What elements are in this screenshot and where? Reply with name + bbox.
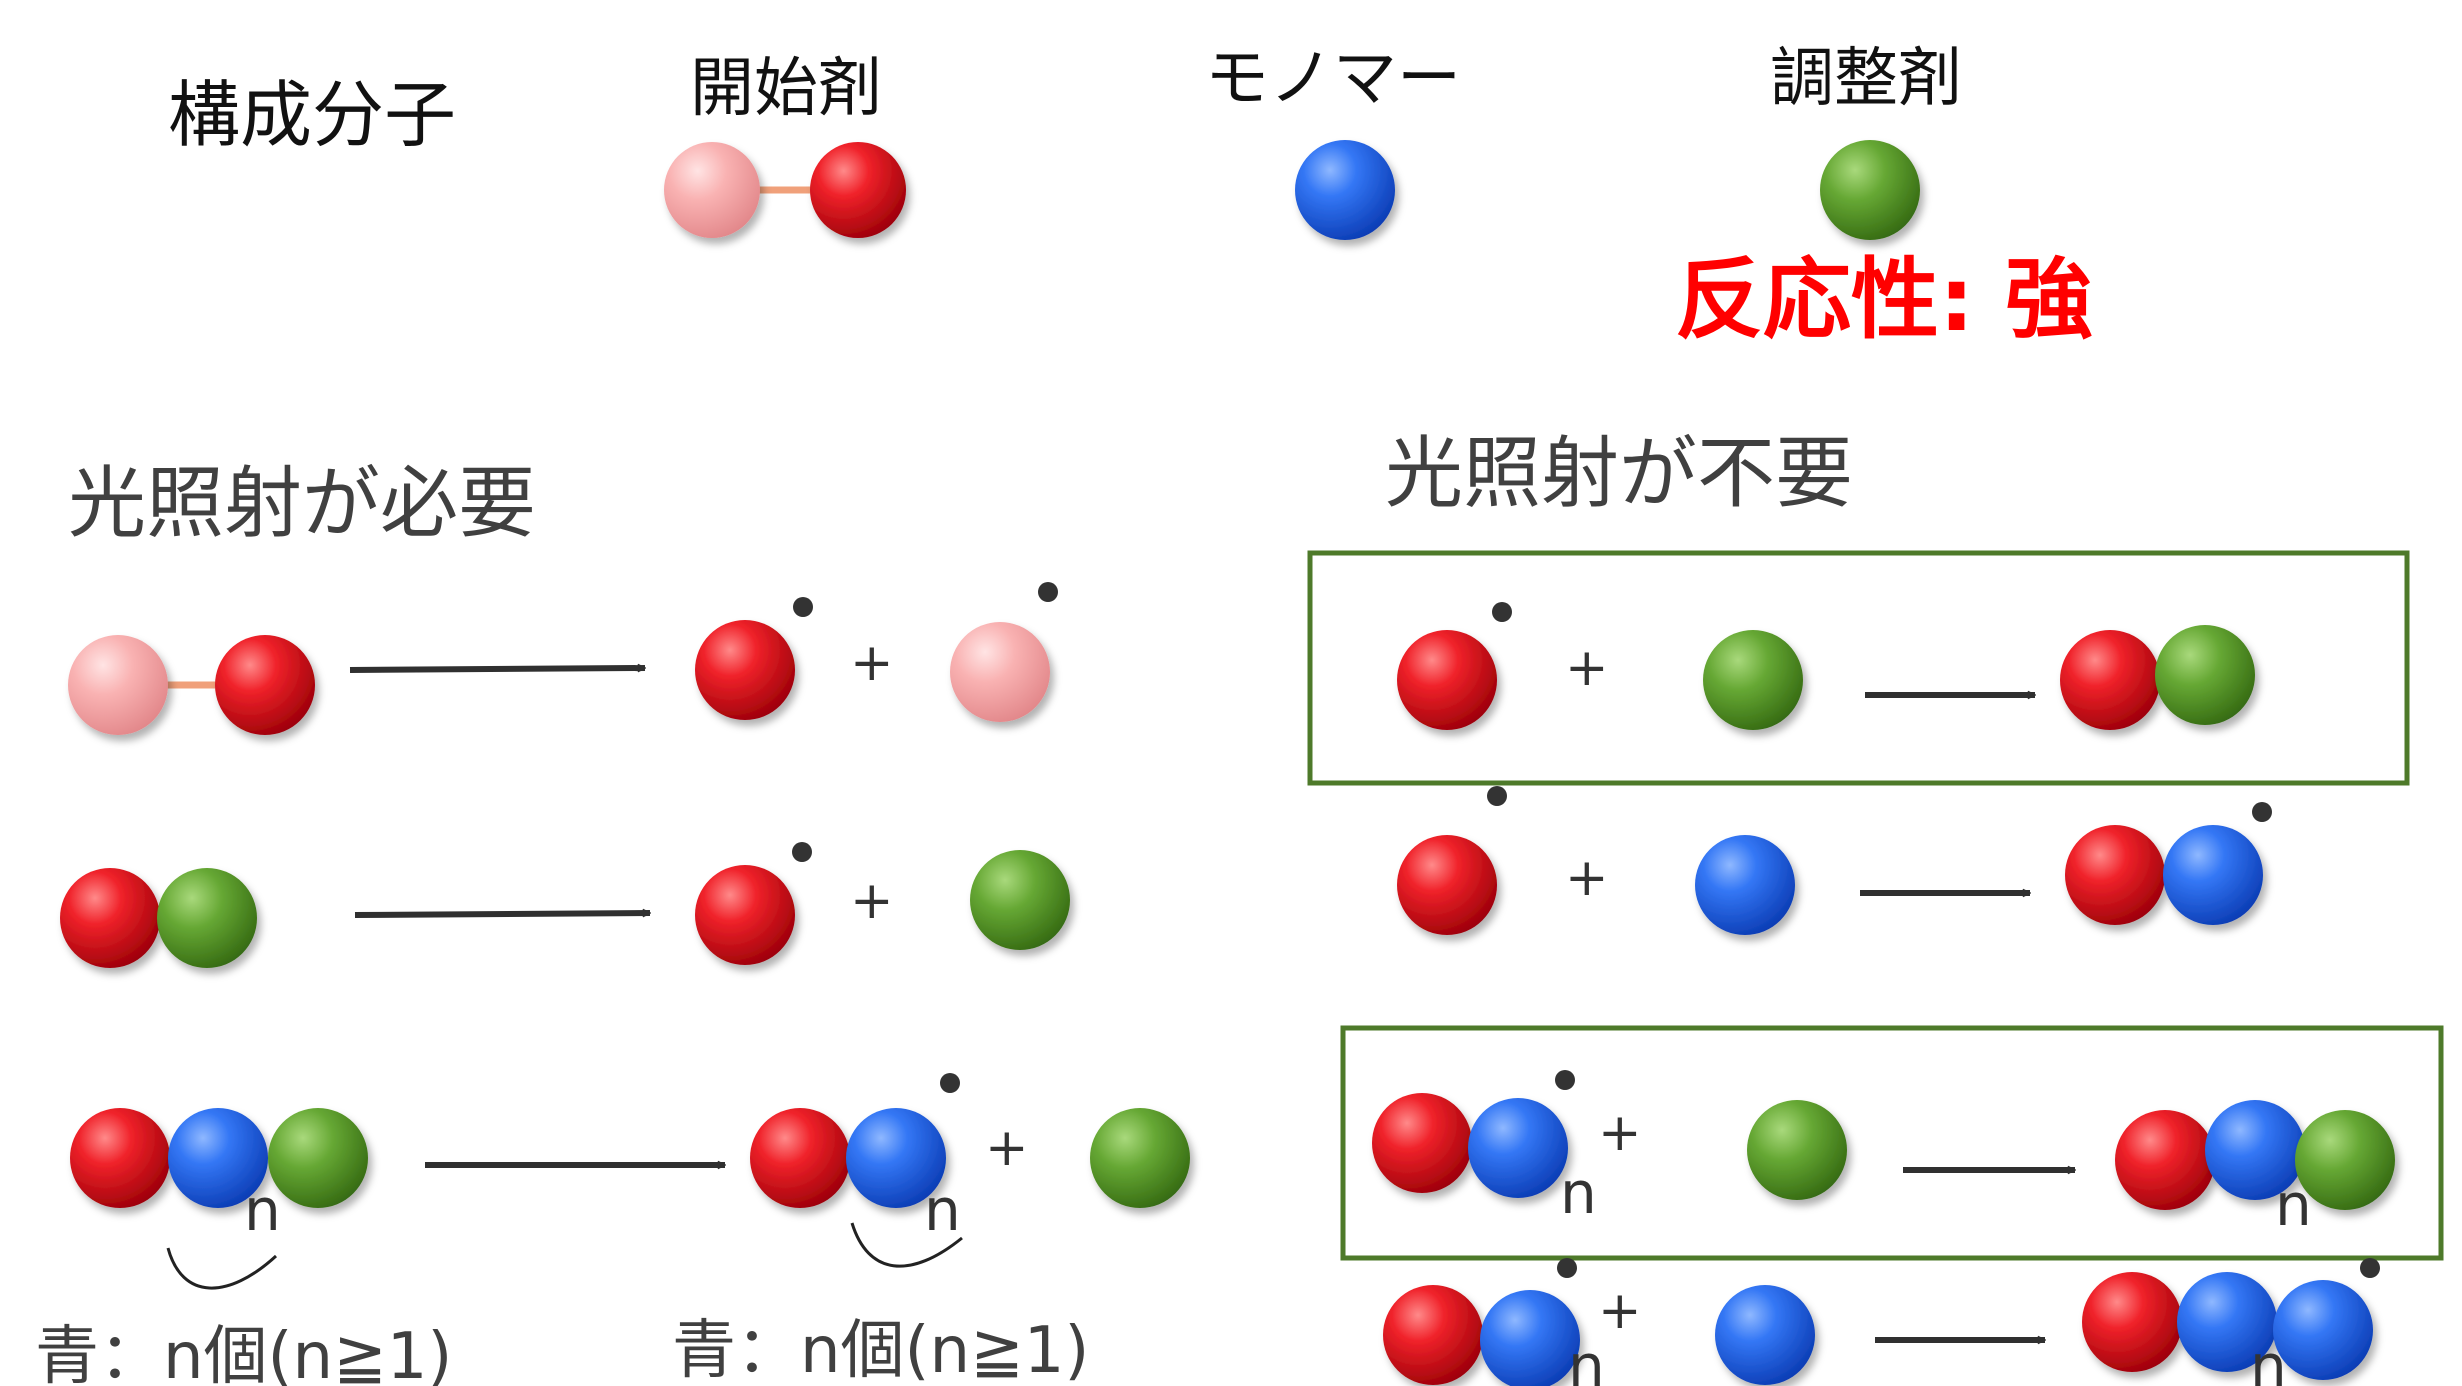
reaction-arrow [349,668,645,673]
plus-sign: + [985,1118,1029,1178]
blue-radical-atom [2273,1280,2373,1380]
plus-sign: + [1598,1103,1642,1163]
pink-atom [664,142,760,238]
right-row1: + [1397,602,2255,730]
repeat-brace [166,1247,278,1290]
repeat-count-n: n [924,1176,961,1244]
left-section-title: 光照射が必要 [68,459,536,549]
legend-regulator-label: 調整剤 [1770,42,1962,116]
red-atom [215,635,315,735]
legend-initiator-label: 開始剤 [690,52,882,126]
red-atom [810,142,906,238]
red-atom [2115,1110,2215,1210]
red-radical-atom [695,620,795,720]
green-atom [1703,630,1803,730]
monomer-count-note: 青：n個(n≧1) [35,1320,452,1386]
repeat-count-n: n [2275,1171,2312,1239]
legend-initiator-molecule [664,142,906,238]
plus-sign: + [850,633,894,693]
green-atom [157,868,257,968]
legend-heading: 構成分子 [168,73,456,157]
right-section-title: 光照射が不要 [1385,429,1853,519]
radical-dot [1487,786,1507,806]
blue-atom [168,1108,268,1208]
radical-dot [792,842,812,862]
red-atom [2060,630,2160,730]
repeat-count-n: n [2250,1332,2287,1386]
red-atom [70,1108,170,1208]
red-radical-atom [1397,630,1497,730]
right-row4: + n n [1383,1258,2380,1386]
plus-sign: + [850,871,894,931]
blue-atom [2177,1272,2277,1372]
red-atom [1372,1093,1472,1193]
reaction-arrow [354,913,650,918]
blue-radical-atom [2163,825,2263,925]
radical-dot [940,1073,960,1093]
green-atom [2155,625,2255,725]
repeat-count-n: n [1568,1332,1605,1386]
plus-sign: + [1565,848,1609,908]
legend-monomer-label: モノマー [1205,42,1461,116]
radical-dot [1038,582,1058,602]
left-row3: n n + 青：n個(n≧1) 青：n個(n≧1) [35,1073,1190,1386]
right-row3: + n n [1372,1070,2395,1239]
left-row1: + [68,582,1058,735]
green-atom [1747,1100,1847,1200]
blue-atom [1695,835,1795,935]
red-atom [750,1108,850,1208]
radical-dot [1492,602,1512,622]
green-atom [268,1108,368,1208]
plus-sign: + [1598,1281,1642,1341]
red-atom [60,868,160,968]
red-atom [2082,1272,2182,1372]
green-atom [2295,1110,2395,1210]
legend-regulator-green-atom [1820,140,1920,240]
red-atom [1383,1285,1483,1385]
reactivity-label: 反応性: 強 [1675,248,2093,351]
blue-atom [1715,1285,1815,1385]
blue-radical-atom [1468,1098,1568,1198]
plus-sign: + [1565,638,1609,698]
left-row2: + [60,842,1070,968]
blue-radical-atom [1480,1290,1580,1386]
blue-atom [2205,1100,2305,1200]
radical-dot [1555,1070,1575,1090]
highlight-box [1340,1025,2444,1261]
radical-dot [1557,1258,1577,1278]
right-row2: + [1397,786,2272,935]
blue-radical-atom [846,1108,946,1208]
highlight-box [1307,550,2410,786]
red-radical-atom [1397,835,1497,935]
repeat-count-n: n [244,1176,281,1244]
red-radical-atom [695,865,795,965]
repeat-count-n: n [1560,1159,1597,1227]
radical-dot [793,597,813,617]
monomer-count-note: 青：n個(n≧1) [672,1314,1089,1386]
pink-radical-atom [950,622,1050,722]
radical-dot [2252,802,2272,822]
green-atom [970,850,1070,950]
repeat-brace [850,1222,963,1268]
pink-atom [68,635,168,735]
radical-dot [2360,1258,2380,1278]
legend-monomer-blue-atom [1295,140,1395,240]
red-atom [2065,825,2165,925]
green-atom [1090,1108,1190,1208]
